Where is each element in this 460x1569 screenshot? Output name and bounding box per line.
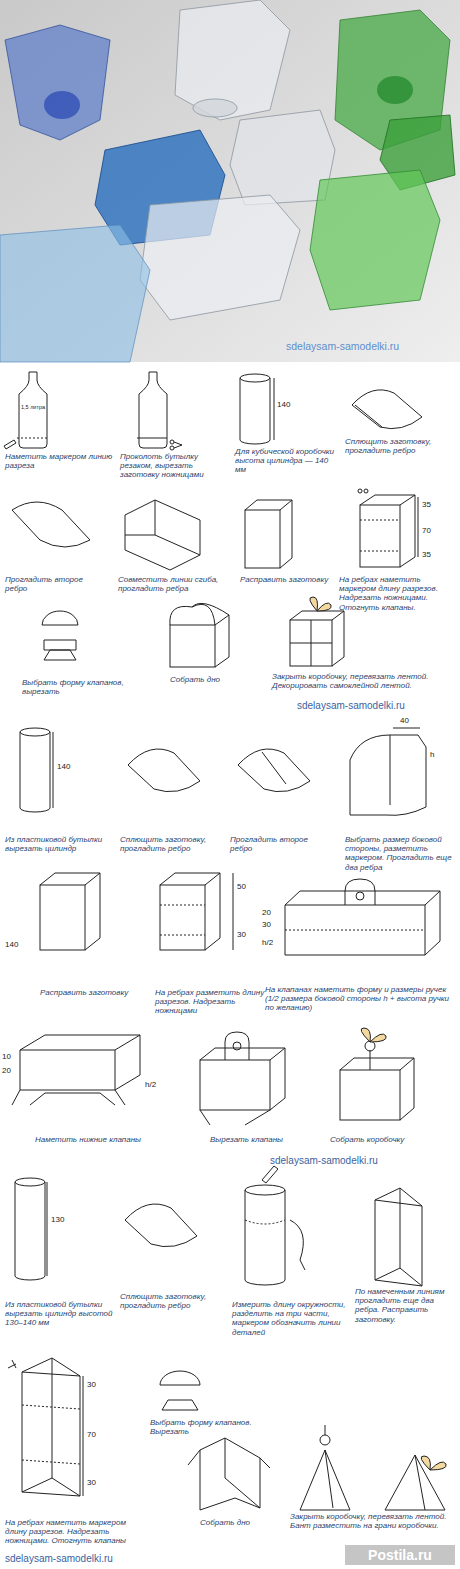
step-caption: Сплющить заготовку, прогладить ребро: [120, 835, 225, 853]
step-caption: Прогладить второе ребро: [5, 575, 105, 593]
watermark-logo: Postila.ru: [345, 1545, 455, 1565]
step-caption: Закрыть коробочку, перевязать лентой. Ба…: [290, 1512, 455, 1530]
step-caption: Выбрать форму клапанов, вырезать: [22, 678, 152, 696]
step-caption: Собрать дно: [170, 675, 250, 684]
watermark-text: sdelaysam-samodelki.ru: [270, 1155, 440, 1167]
step-caption: Для кубической коробочки высота цилиндра…: [235, 447, 340, 475]
step-caption: Наметить нижние клапаны: [35, 1135, 155, 1144]
dimension-number: h/2: [262, 938, 284, 947]
step-caption: На клапанах наметить форму и размеры руч…: [265, 985, 455, 1013]
dimension-number: 20: [262, 908, 282, 917]
dimension-number: 70: [87, 1430, 109, 1439]
dimension-number: 140: [57, 762, 79, 771]
step-caption: Выбрать форму клапанов. Вырезать: [150, 1418, 275, 1436]
dimension-number: 35: [422, 550, 444, 559]
step-caption: Сплющить заготовку, прогладить ребро: [120, 1292, 225, 1310]
step-caption: Измерить длину окружности, разделить на …: [232, 1300, 350, 1337]
dimension-number: 35: [422, 500, 444, 509]
watermark-text: sdelaysam-samodelki.ru: [297, 700, 457, 712]
step-caption: Сплющить заготовку, прогладить ребро: [345, 437, 455, 455]
step-caption: На ребрах наметить маркером длину разрез…: [5, 1518, 140, 1546]
step-caption: Из пластиковой бутылки вырезать цилиндр …: [5, 1300, 115, 1328]
step-caption: По намеченным линиям прогладить еще два …: [355, 1287, 457, 1324]
dimension-number: 50: [237, 882, 259, 891]
dimension-number: 20: [2, 1066, 18, 1075]
dimension-number: h: [430, 750, 444, 759]
step-caption: Проколоть бутылку резаком, вырезать заго…: [120, 452, 230, 480]
photo: [0, 0, 460, 362]
watermark-text: sdelaysam-samodelki.ru: [286, 340, 456, 352]
step-caption: Совместить линии сгиба, прогладить ребра: [118, 575, 228, 593]
step-caption: Выбрать размер боковой стороны, разметит…: [345, 835, 457, 872]
step-caption: Наметить маркером линию разреза: [5, 452, 113, 470]
step-caption: Расправить заготовку: [240, 575, 330, 584]
dimension-number: 130: [51, 1215, 73, 1224]
step-caption: Вырезать клапаны: [210, 1135, 310, 1144]
step-caption: Собрать коробочку: [330, 1135, 440, 1144]
step-caption: Закрыть коробочку, перевязать лентой. Де…: [272, 672, 452, 690]
dimension-number: 70: [422, 526, 444, 535]
step-caption: Собрать дно: [200, 1518, 280, 1527]
step-caption: На ребрах наметить маркером длину разрез…: [339, 575, 457, 612]
dimension-number: 30: [237, 930, 259, 939]
dimension-number: 140: [277, 400, 299, 409]
dimension-number: 30: [87, 1380, 109, 1389]
dimension-number: 140: [5, 940, 27, 949]
step-caption: Расправить заготовку: [40, 988, 150, 997]
sketches: [4, 372, 446, 1510]
step-caption: Прогладить второе ребро: [230, 835, 330, 853]
dimension-number: 30: [87, 1478, 109, 1487]
step-caption: Из пластиковой бутылки вырезать цилиндр: [5, 835, 110, 853]
dimension-number: 10: [2, 1052, 18, 1061]
watermark-text: sdelaysam-samodelki.ru: [5, 1553, 175, 1565]
dimension-number: 40: [400, 716, 422, 725]
bottle-label: 1,5 литра: [18, 404, 48, 410]
step-caption: На ребрах разметить длину разрезов. Надр…: [155, 988, 265, 1016]
dimension-number: 30: [262, 920, 282, 929]
dimension-number: h/2: [145, 1080, 167, 1089]
